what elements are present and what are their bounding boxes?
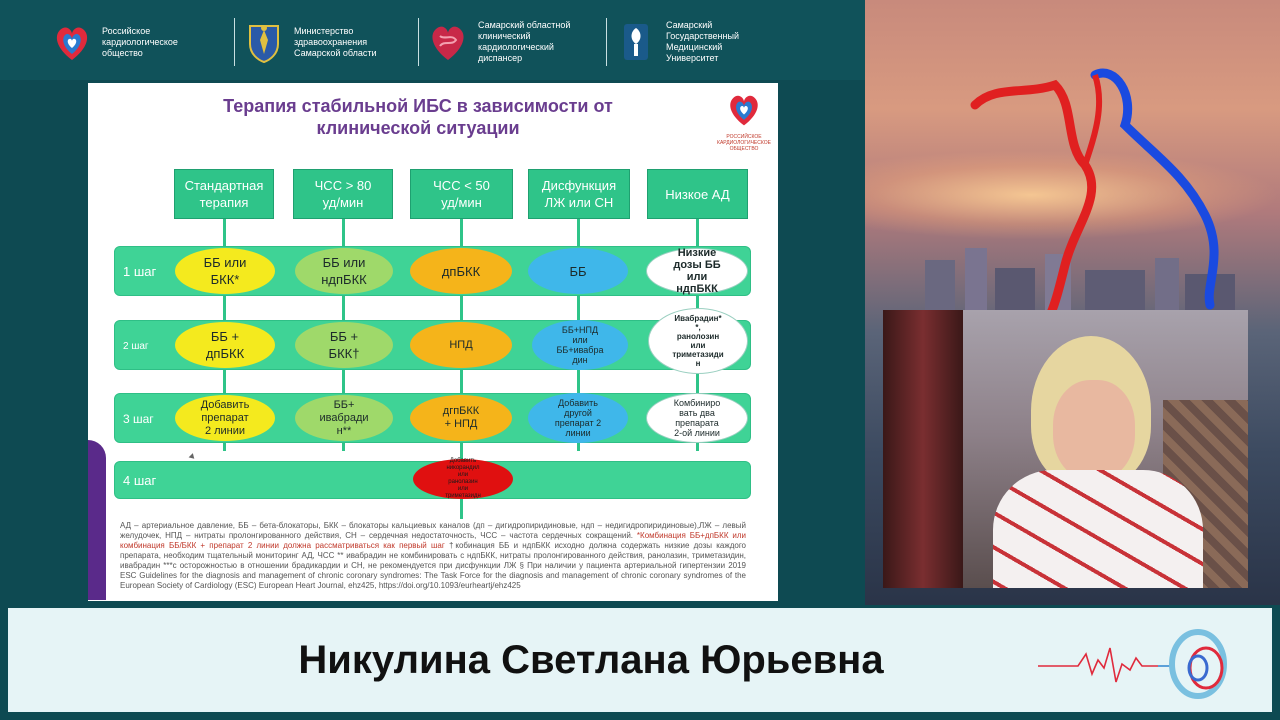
university-emblem-icon <box>624 24 648 60</box>
samara-region-outline-icon <box>970 68 1219 315</box>
footnote-abbreviations: АД – артериальное давление, ББ – бета-бл… <box>120 521 746 540</box>
org-rko: Российское кардиологическое общество <box>50 14 178 70</box>
column-low-bp: Низкое АД <box>647 169 748 219</box>
header-divider <box>418 18 419 66</box>
org-university: Самарский Государственный Медицинский Ун… <box>614 14 739 70</box>
footnote-highlight: *Комбинация ББ+дпБКК или комбинация ББ/Б… <box>120 531 746 550</box>
slide-footnote: АД – артериальное давление, ББ – бета-бл… <box>120 521 746 591</box>
header-bar: Российское кардиологическое общество Мин… <box>0 0 865 80</box>
ecg-heart-logo-icon <box>1038 629 1227 699</box>
dispanser-heart-logo-icon <box>432 26 464 60</box>
cell-step2-hr50: НПД <box>410 322 512 368</box>
cell-step1-lowbp: Низкие дозы ББ или ндпБКК <box>646 247 748 295</box>
org-dispanser-name: Самарский областной клинический кардиоло… <box>478 20 571 63</box>
cell-step2-standard: ББ + дпБКК <box>175 322 275 368</box>
slide-purple-decoration <box>88 440 106 600</box>
step-label: 2 шаг <box>123 341 149 352</box>
cell-step2-lv: ББ+НПД или ББ+ивабра дин <box>532 320 628 370</box>
step-label: 3 шаг <box>123 412 154 426</box>
footnote-notes: †кобинация ББ и ндпБКК исходно должна со… <box>120 541 747 570</box>
column-hr-above-80: ЧСС > 80 уд/мин <box>293 169 393 219</box>
footnote-reference: 2019 ESC Guidelines for the diagnosis an… <box>120 561 746 590</box>
column-hr-below-50: ЧСС < 50 уд/мин <box>410 169 513 219</box>
org-dispanser: Самарский областной клинический кардиоло… <box>426 14 570 70</box>
cell-step1-lv: ББ <box>528 248 628 294</box>
presentation-slide: Терапия стабильной ИБС в зависимости от … <box>88 83 778 601</box>
step-label: 4 шаг <box>123 473 157 488</box>
cell-step3-hr50: дгпБКК + НПД <box>410 395 512 441</box>
step-label: 1 шаг <box>123 264 157 279</box>
speaker-name-banner: Никулина Светлана Юрьевна <box>8 608 1272 712</box>
cell-step2-lowbp: Ивабрадин* *, ранолозин или триметазиди … <box>648 308 748 374</box>
cell-step3-lowbp: Комбиниро вать два препарата 2-ой линии <box>646 393 748 443</box>
slide-title: Терапия стабильной ИБС в зависимости от … <box>148 95 688 139</box>
cell-step3-lv: Добавить другой препарат 2 линии <box>528 393 628 443</box>
column-standard-therapy: Стандартная терапия <box>174 169 274 219</box>
org-rko-name: Российское кардиологическое общество <box>102 25 178 58</box>
rko-slide-logo: РОССИЙСКОЕ КАРДИОЛОГИЧЕСКОЕ ОБЩЕСТВО <box>716 89 772 169</box>
org-minzdrav-name: Министерство здравоохранения Самарской о… <box>294 25 377 58</box>
rko-heart-logo-icon <box>730 95 758 126</box>
rko-heart-logo-icon <box>56 27 88 60</box>
cell-step3-standard: Добавить препарат 2 линии <box>175 395 275 441</box>
slide-title-text: Терапия стабильной ИБС в зависимости от … <box>223 96 613 138</box>
speaker-shirt <box>993 470 1203 588</box>
org-university-name: Самарский Государственный Медицинский Ун… <box>666 20 739 63</box>
cell-step1-hr80: ББ или ндпБКК <box>295 248 393 294</box>
speaker-name: Никулина Светлана Юрьевна <box>298 638 884 682</box>
speaker-webcam <box>883 310 1248 588</box>
cell-step1-standard: ББ или БКК* <box>175 248 275 294</box>
samara-coat-of-arms-icon <box>249 25 279 64</box>
header-divider <box>606 18 607 66</box>
header-divider <box>234 18 235 66</box>
cell-step2-hr80: ББ + БКК† <box>295 322 393 368</box>
curtain <box>883 310 963 588</box>
cell-step3-hr80: ББ+ ивабради н** <box>295 395 393 441</box>
cell-step1-hr50: дпБКК <box>410 248 512 294</box>
column-lv-dysfunction: Дисфункция ЛЖ или СН <box>528 169 630 219</box>
cell-step4-hr50: Добавить никорандил или ранолазин или тр… <box>413 458 513 499</box>
speaker-face <box>1053 380 1135 480</box>
rko-logo-text: РОССИЙСКОЕ КАРДИОЛОГИЧЕСКОЕ ОБЩЕСТВО <box>717 134 771 152</box>
org-minzdrav: Министерство здравоохранения Самарской о… <box>242 14 377 70</box>
